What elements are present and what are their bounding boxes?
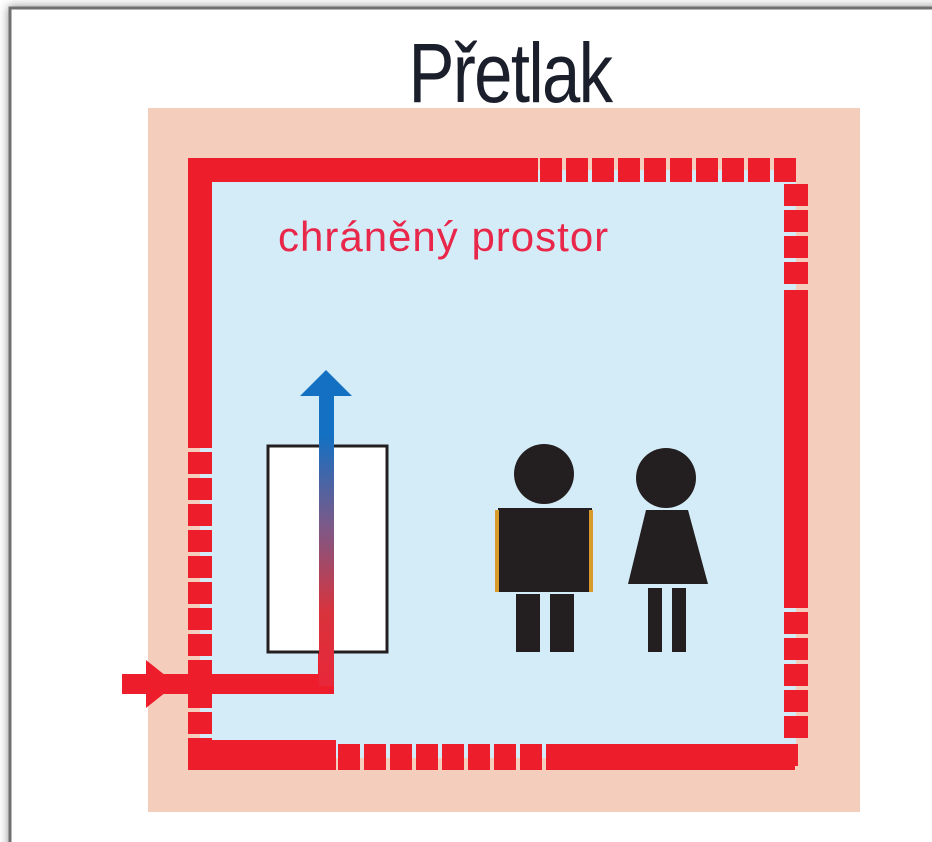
wall-dash: [188, 712, 212, 734]
wall-dash: [442, 744, 464, 770]
airflow-arrow-icon: [300, 370, 352, 686]
wall-dash: [784, 262, 808, 284]
wall-solid: [188, 158, 808, 770]
wall-dash: [364, 744, 386, 770]
wall-dash: [540, 158, 562, 182]
wall-dash: [748, 158, 770, 182]
wall-dash: [774, 158, 796, 182]
man-icon: [495, 444, 593, 652]
wall-dash: [188, 608, 212, 630]
wall-dash: [592, 158, 614, 182]
wall-dash: [468, 744, 490, 770]
wall-dash: [618, 158, 640, 182]
wall-dash: [784, 744, 798, 766]
wall-dash: [416, 744, 438, 770]
wall-dash: [520, 744, 542, 770]
diagram-title: Přetlak: [408, 26, 614, 120]
wall-dash: [784, 210, 808, 232]
wall-dash: [546, 744, 568, 770]
wall-dash: [338, 744, 360, 770]
wall-dash: [188, 634, 212, 656]
wall-dash: [670, 158, 692, 182]
wall-dashed: [188, 158, 808, 770]
wall-dash: [188, 530, 212, 552]
wall-dash: [784, 184, 808, 206]
wall-dash: [784, 638, 808, 660]
wall-dash: [390, 744, 412, 770]
wall-dash: [188, 556, 212, 578]
wall-dash: [188, 478, 212, 500]
wall-dash: [784, 664, 808, 686]
wall-dash: [188, 582, 212, 604]
wall-dash: [784, 612, 808, 634]
wall-dash: [566, 158, 588, 182]
wall-dash: [188, 738, 212, 760]
woman-icon: [628, 448, 708, 652]
wall-dash: [188, 504, 212, 526]
wall-dash: [784, 236, 808, 258]
wall-dash: [644, 158, 666, 182]
wall-dash: [494, 744, 516, 770]
protected-space-label: chráněný prostor: [278, 213, 610, 260]
wall-dash: [784, 690, 808, 712]
wall-dash: [188, 452, 212, 474]
wall-dash: [696, 158, 718, 182]
wall-dash: [784, 716, 808, 738]
wall-dash: [722, 158, 744, 182]
